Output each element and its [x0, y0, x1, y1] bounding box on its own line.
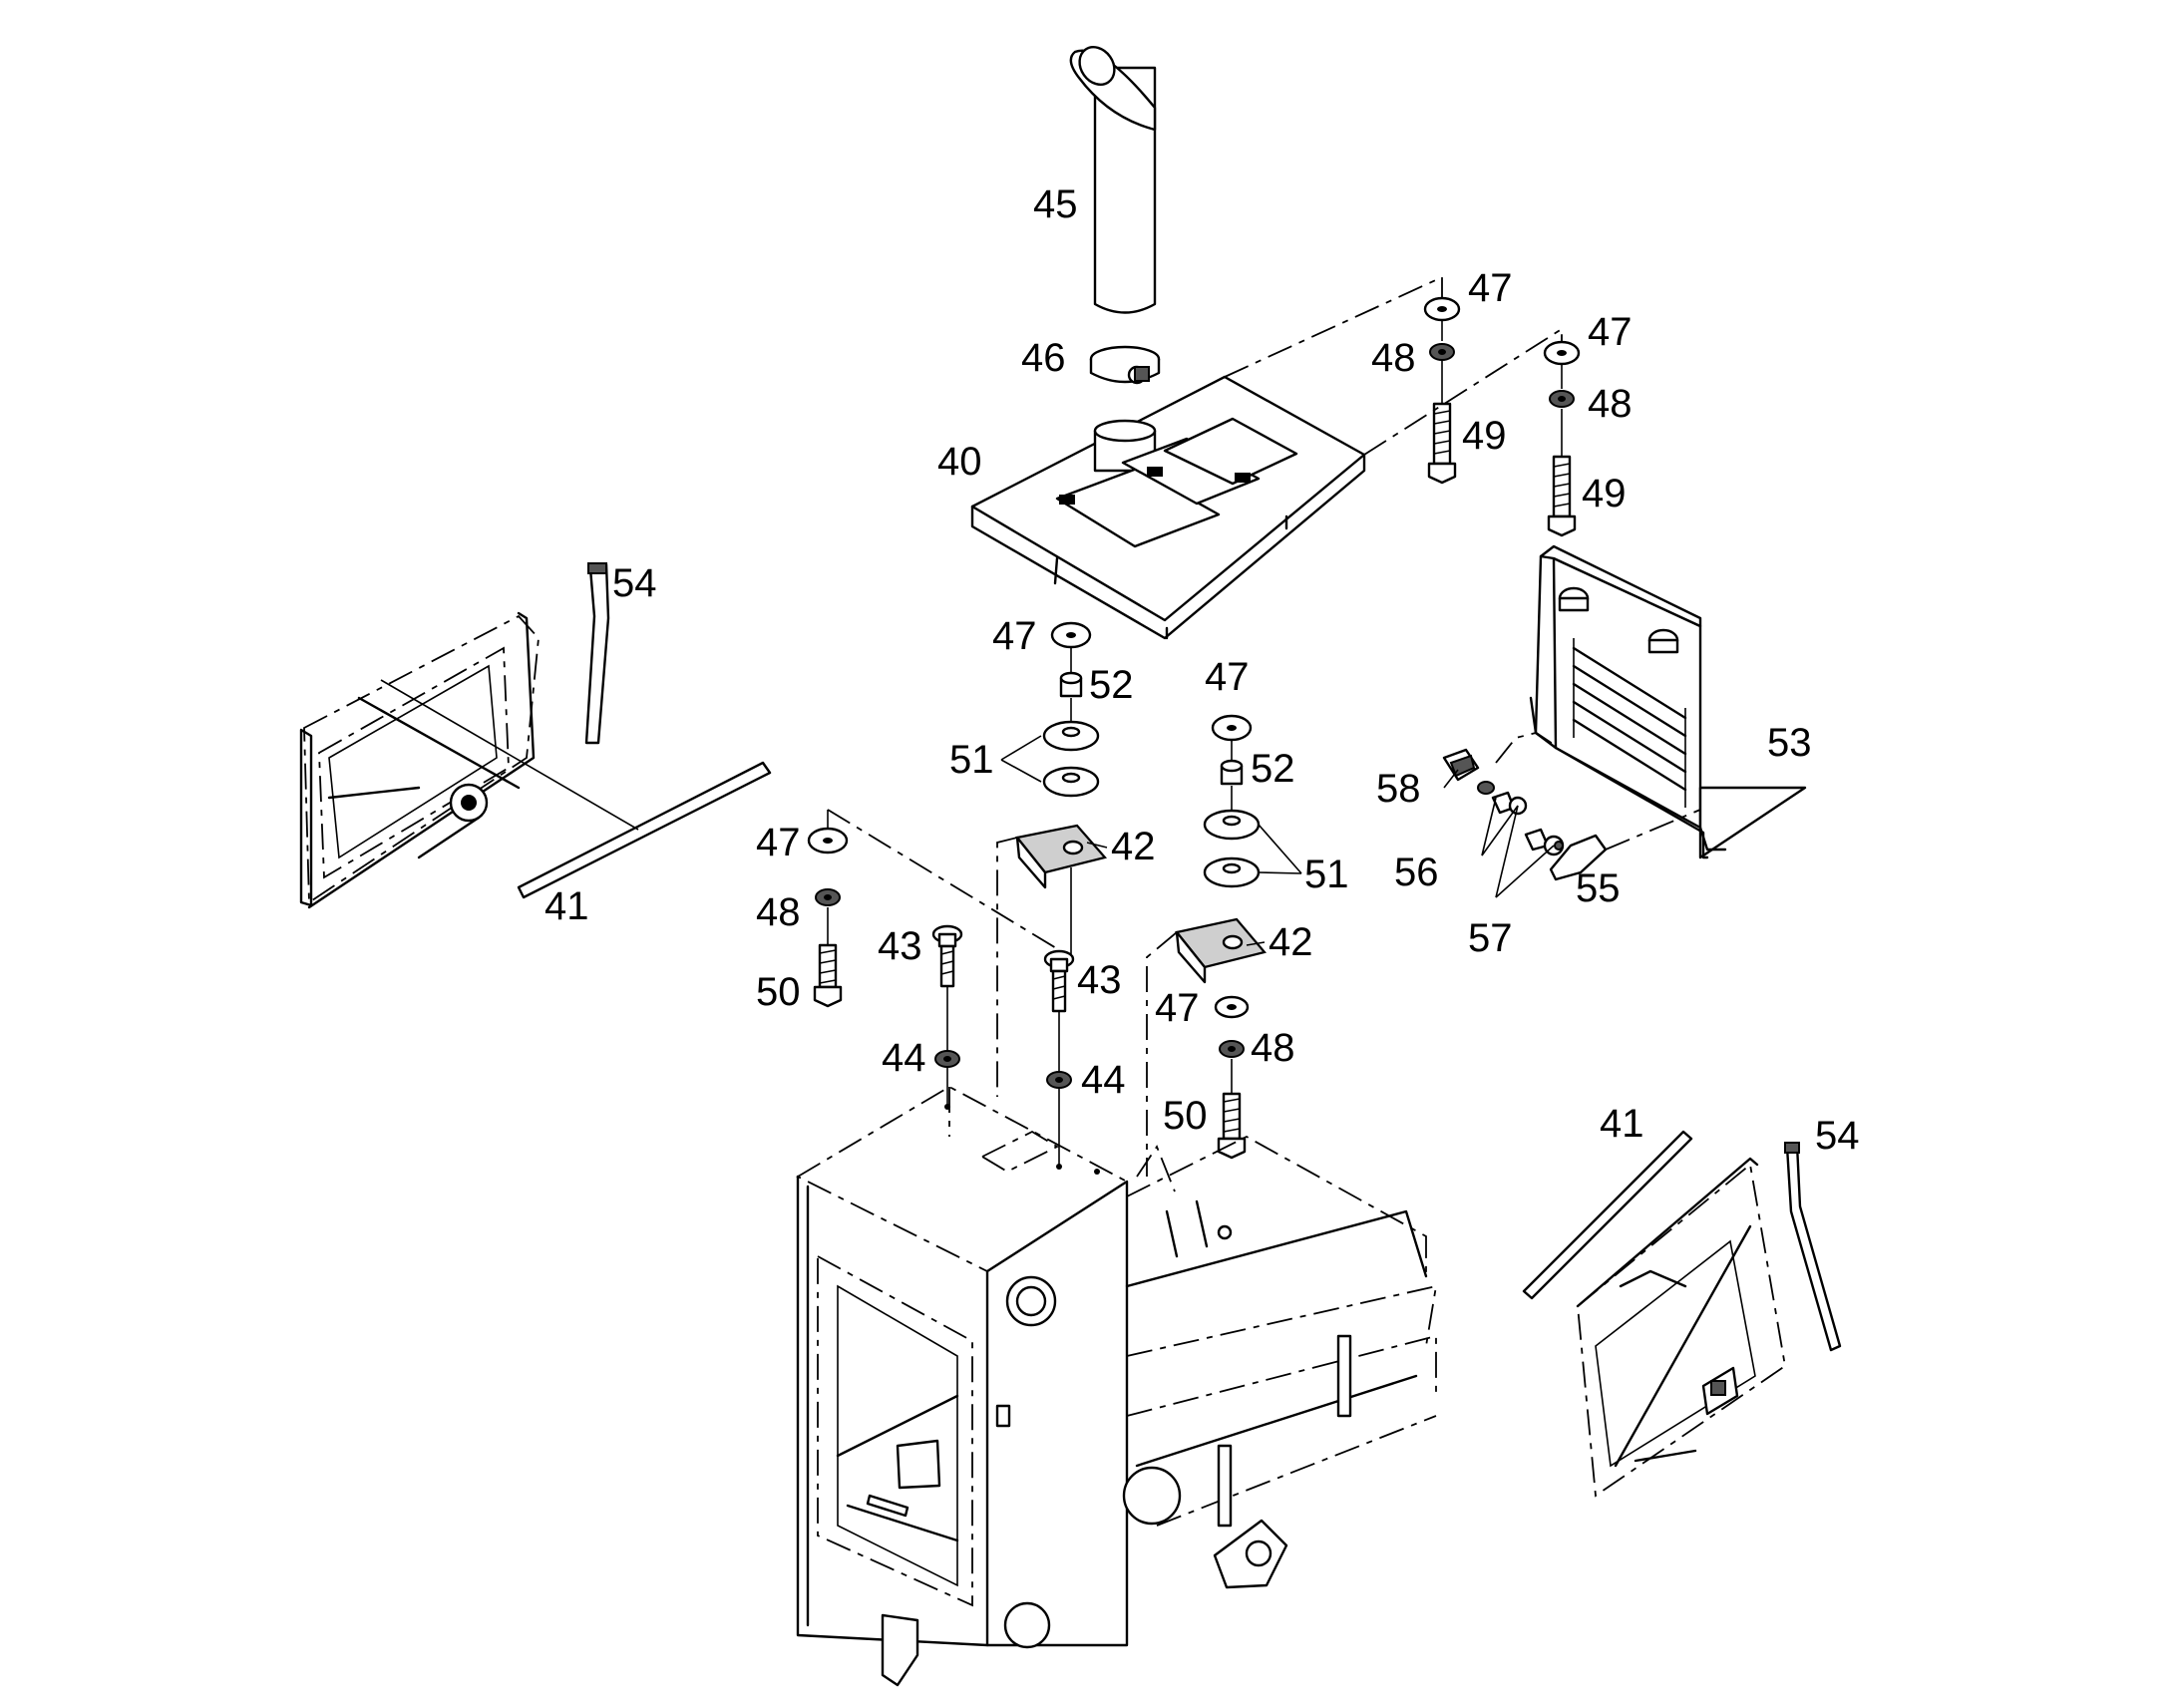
label-48-c: 48: [756, 890, 801, 934]
label-43-a: 43: [878, 924, 922, 968]
label-51-a: 51: [949, 738, 994, 782]
part-46-clamp: [1089, 345, 1161, 385]
fastener-stack-47-48-49-b: [1543, 340, 1581, 537]
label-50-b: 50: [1163, 1094, 1208, 1138]
label-47-d: 47: [756, 821, 801, 864]
fastener-stack-47-48-49-a: [1423, 296, 1461, 485]
label-47-a: 47: [1468, 266, 1513, 310]
label-43-b: 43: [1077, 958, 1122, 1002]
label-51-b: 51: [1304, 853, 1349, 896]
fastener-stack-43-44-right: [1043, 949, 1075, 1167]
label-55: 55: [1576, 866, 1621, 910]
label-48-d: 48: [1251, 1026, 1295, 1070]
part-41-bar-right: [1522, 1130, 1693, 1300]
label-54-b: 54: [1815, 1114, 1860, 1158]
label-47-b: 47: [1588, 310, 1633, 354]
label-47-c: 47: [992, 614, 1037, 658]
mount-stack-left: [996, 621, 1108, 1097]
label-41-b: 41: [1600, 1102, 1644, 1146]
label-45: 45: [1033, 182, 1078, 226]
label-44-b: 44: [1081, 1058, 1126, 1102]
left-side-door-panel: [299, 611, 540, 909]
label-49-a: 49: [1462, 414, 1507, 458]
part-41-bar-left: [380, 679, 772, 899]
part-labels: 45 46 40 47 48 49 47 48 49 54 41 47 52 5…: [545, 182, 1860, 1158]
label-53: 53: [1767, 721, 1812, 765]
label-41-a: 41: [545, 884, 589, 928]
label-54-a: 54: [612, 561, 657, 605]
label-46: 46: [1021, 336, 1066, 380]
label-42-b: 42: [1269, 920, 1313, 964]
label-57: 57: [1468, 916, 1513, 960]
part-54-seal-strip-left: [584, 562, 610, 745]
label-47-e: 47: [1205, 655, 1250, 699]
leader-lines: [1000, 735, 1555, 946]
label-49-b: 49: [1582, 472, 1627, 515]
part-40-cover-plate: [970, 375, 1366, 640]
label-48-b: 48: [1588, 382, 1633, 426]
label-56: 56: [1394, 851, 1439, 894]
label-42-a: 42: [1111, 825, 1156, 868]
main-frame: [796, 1085, 1438, 1687]
label-44-a: 44: [882, 1036, 926, 1080]
label-47-f: 47: [1155, 986, 1200, 1030]
part-53-bracket: [1529, 544, 1807, 859]
label-58: 58: [1376, 767, 1421, 811]
label-40: 40: [937, 440, 982, 484]
label-52-b: 52: [1251, 747, 1295, 791]
label-52-a: 52: [1089, 663, 1134, 707]
latch-hardware-55-58: [1442, 732, 1701, 881]
part-54-seal-strip-right: [1784, 1142, 1842, 1352]
fastener-stack-47-48-50-left: [807, 809, 1072, 1008]
right-side-door-panel: [1576, 1157, 1786, 1498]
mount-stack-right: [1146, 714, 1267, 1177]
part-45-exhaust-pipe: [1069, 46, 1157, 314]
label-48-a: 48: [1371, 336, 1416, 380]
fastener-stack-43-44-left: [931, 924, 963, 1107]
label-50-a: 50: [756, 970, 801, 1014]
